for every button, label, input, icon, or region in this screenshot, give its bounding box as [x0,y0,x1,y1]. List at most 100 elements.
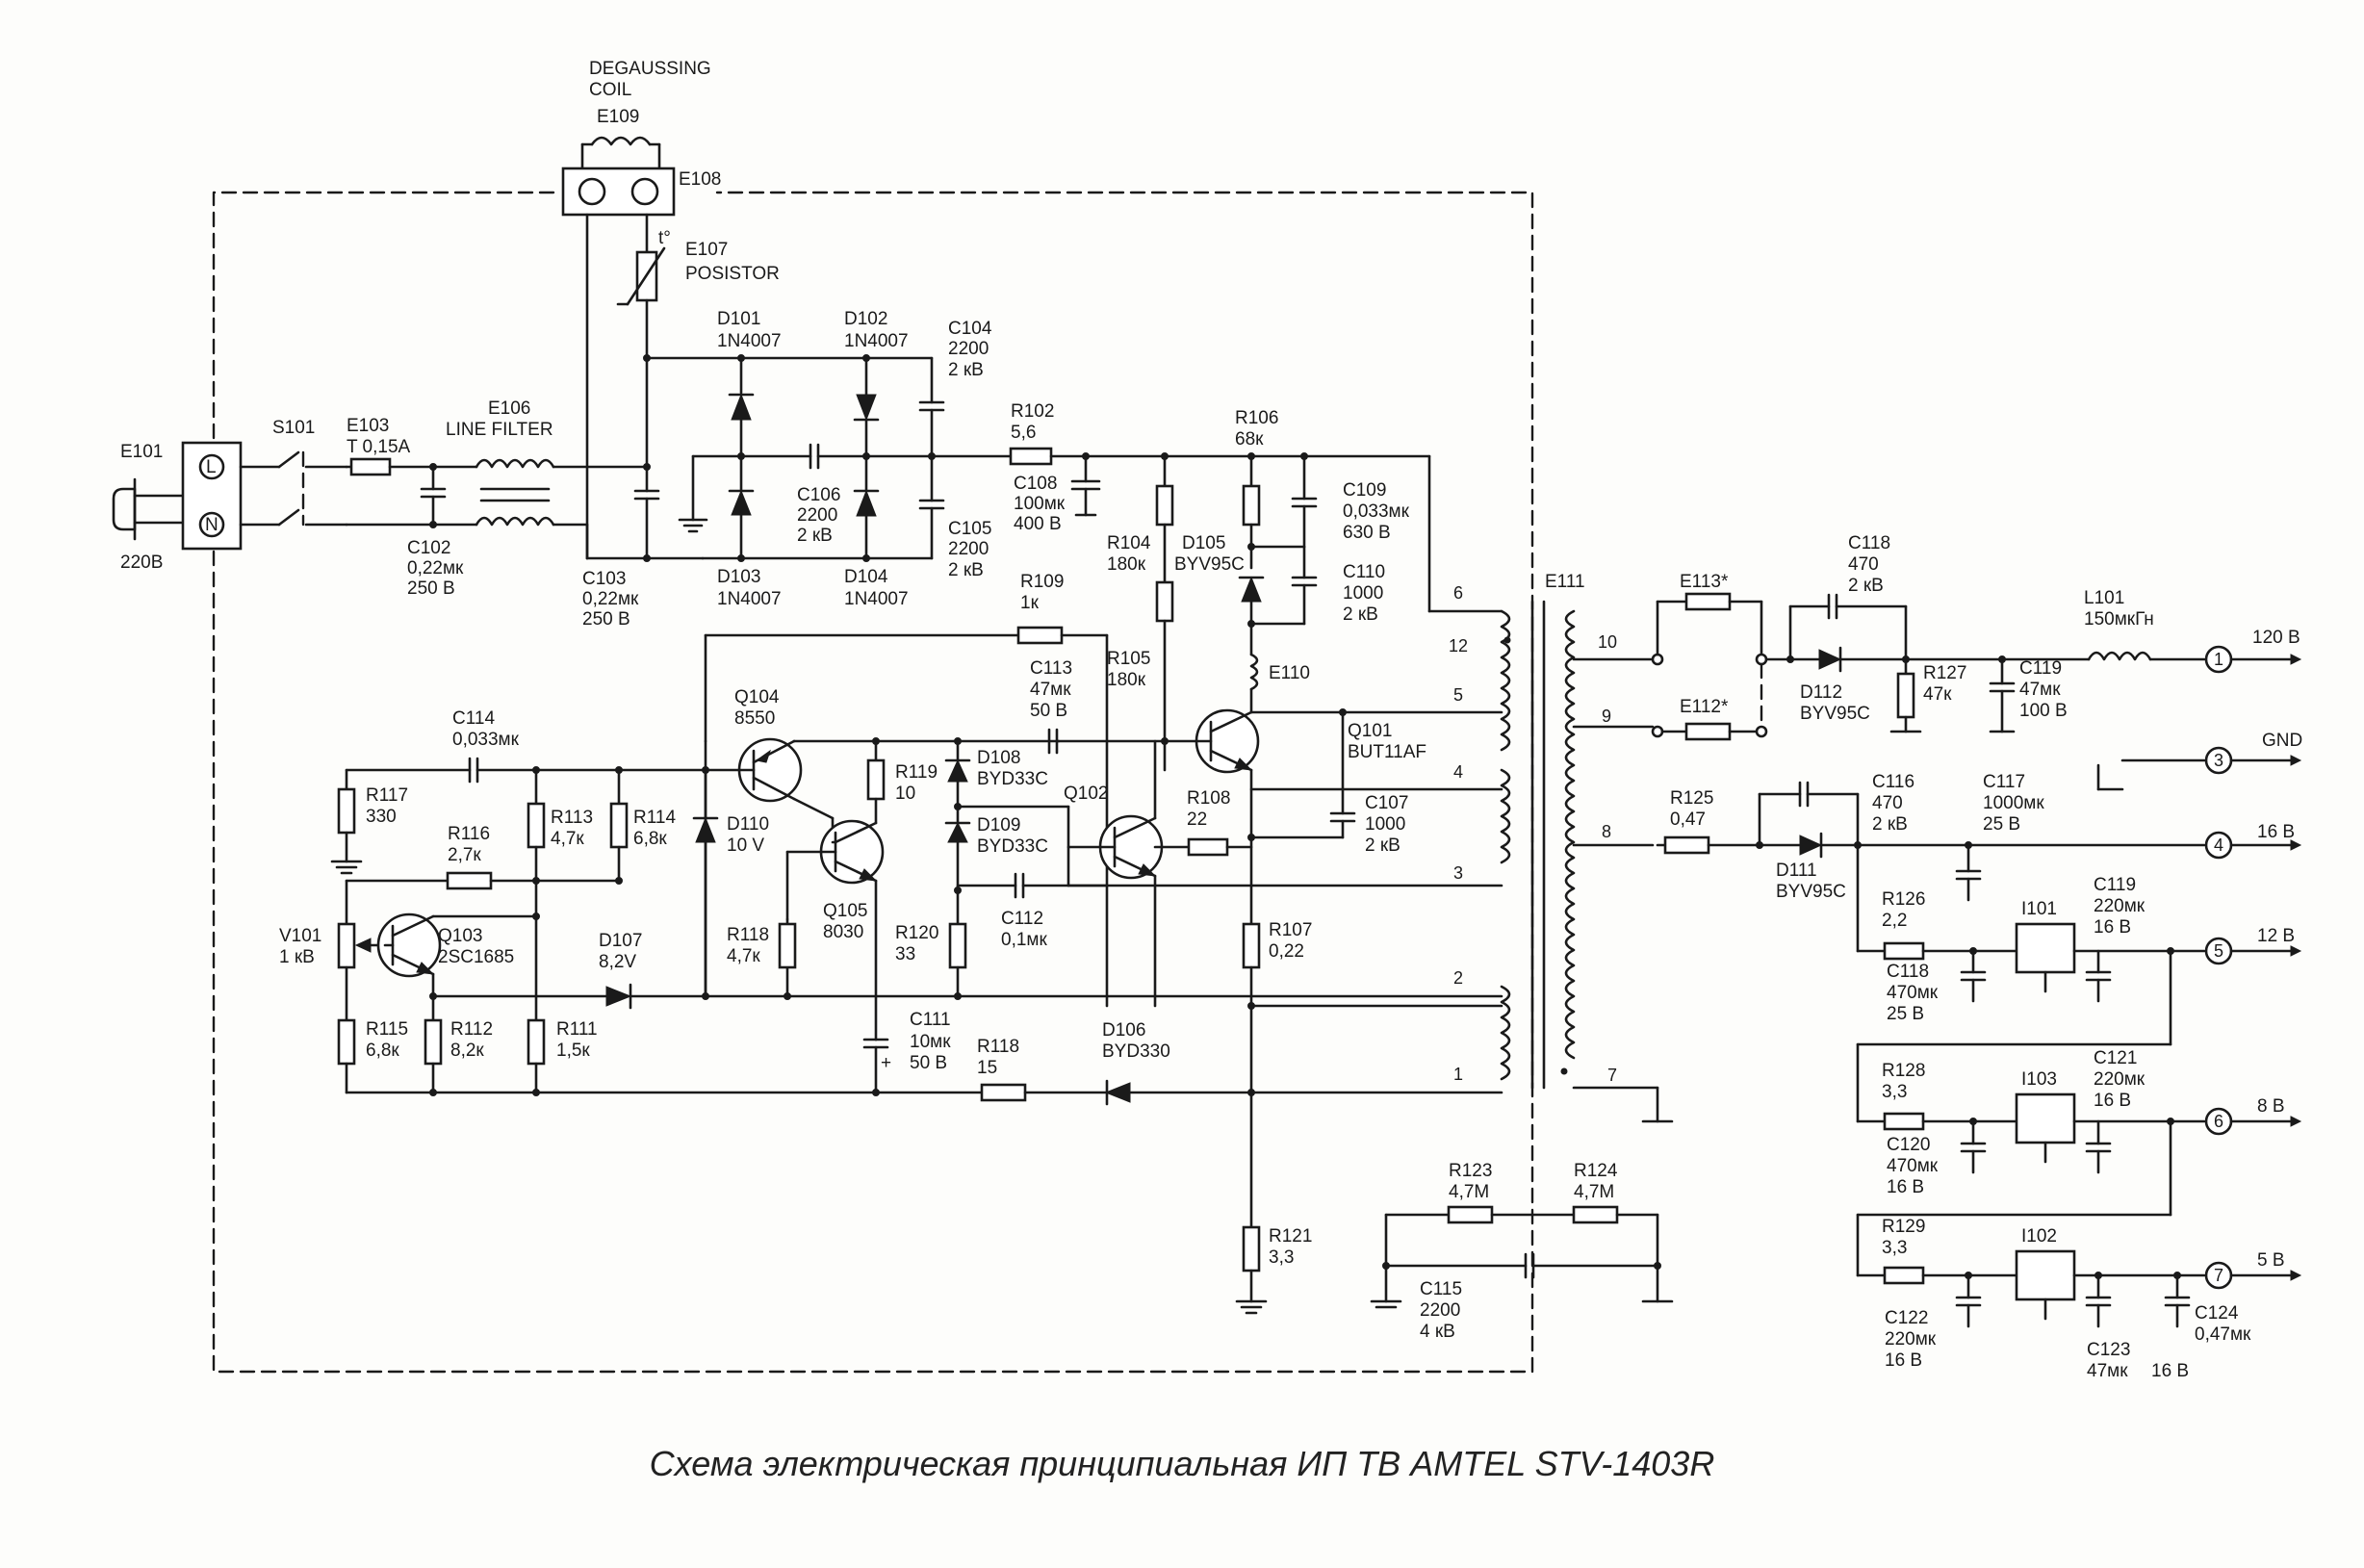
svg-text:R121: R121 [1269,1226,1312,1247]
svg-text:BYV95C: BYV95C [1776,882,1846,902]
transistor-q104: Q104 8550 [702,687,1061,844]
svg-text:D111: D111 [1776,861,1817,881]
svg-text:R104: R104 [1107,533,1151,553]
svg-text:Q104: Q104 [734,687,780,707]
svg-text:22: 22 [1187,810,1207,830]
regulator-i101-12v: R126 2,2 I101 C119 220мк 16 В C118 470мк… [1856,843,2302,1046]
svg-text:120 В: 120 В [2252,628,2300,648]
svg-text:N: N [205,515,218,535]
svg-text:C115: C115 [1420,1279,1462,1299]
svg-text:LINE FILTER: LINE FILTER [446,420,553,440]
resistors-r113-r114: R113 4,7к R114 6,8к [527,766,676,998]
svg-text:25 В: 25 В [1983,814,2020,835]
svg-text:BYV95C: BYV95C [1800,704,1870,724]
svg-text:C103: C103 [582,569,626,589]
svg-text:220мк: 220мк [2094,896,2146,916]
svg-text:470мк: 470мк [1887,983,1939,1003]
svg-text:16 В: 16 В [1885,1350,1922,1371]
svg-text:250 В: 250 В [407,578,455,599]
resistor-r118-upper: R118 4,7к [727,917,797,969]
svg-text:47к: 47к [1923,684,1952,705]
svg-text:I102: I102 [2021,1226,2057,1247]
svg-text:R107: R107 [1269,920,1312,940]
svg-text:E103: E103 [347,416,389,436]
svg-text:C118: C118 [1848,533,1890,553]
resistor-r117: R117 330 [330,768,408,875]
diode-d106: D106 BYD330 [1102,1020,1503,1106]
svg-text:25 В: 25 В [1887,1004,1924,1024]
svg-text:1,5к: 1,5к [556,1041,590,1061]
svg-text:0,22мк: 0,22мк [407,558,464,578]
output-120v-rail: C118 470 2 кВ D112 BYV95C R127 47к C119 … [1764,533,2302,733]
inductor-e110: E110 [1249,622,1310,714]
svg-text:R113: R113 [551,808,593,828]
schematic-caption: Схема электрическая принципиальная ИП ТВ… [649,1444,1715,1483]
capacitors-c109-c110: C109 0,033мк 630 В C110 1000 2 кВ [1291,452,1410,626]
posistor-e107: t° E107 POSISTOR [616,228,780,306]
svg-text:0,22мк: 0,22мк [582,589,639,609]
svg-text:220мк: 220мк [1885,1329,1937,1350]
svg-text:2 кВ: 2 кВ [1872,814,1908,835]
svg-text:1 кВ: 1 кВ [279,947,315,967]
svg-text:10: 10 [895,784,915,804]
svg-text:Q103: Q103 [438,926,482,946]
svg-text:R111: R111 [556,1019,598,1040]
regulator-i103-8v: R128 3,3 I103 C121 220мк 16 В C120 470мк… [1856,1042,2302,1217]
svg-text:16 В: 16 В [2094,917,2131,938]
svg-text:3,3: 3,3 [1269,1247,1294,1268]
svg-text:POSISTOR: POSISTOR [685,264,780,284]
svg-text:C113: C113 [1030,658,1072,679]
svg-text:1N4007: 1N4007 [717,331,782,351]
svg-text:2 кВ: 2 кВ [948,560,984,580]
svg-text:C117: C117 [1983,772,2025,792]
svg-text:7: 7 [2214,1266,2223,1285]
svg-text:R126: R126 [1882,889,1925,910]
svg-text:5: 5 [1453,685,1463,705]
svg-text:2SC1685: 2SC1685 [438,947,514,967]
capacitor-c103: C103 0,22мк 250 В [582,463,660,630]
svg-text:R116: R116 [448,824,490,844]
svg-text:+: + [881,1053,891,1073]
svg-text:2 кВ: 2 кВ [1343,604,1378,625]
svg-text:2 кВ: 2 кВ [1848,576,1884,596]
svg-text:C122: C122 [1885,1308,1928,1328]
resistor-r118-lower: R118 15 [977,1037,1109,1102]
bleed-network-r123-r124-c115: R123 4,7M R124 4,7M C115 2200 4 кВ [1370,1161,1674,1342]
svg-text:BUT11AF: BUT11AF [1348,742,1426,762]
output-gnd: 3 GND [2096,731,2302,791]
svg-text:180к: 180к [1107,554,1146,575]
svg-text:5 В: 5 В [2257,1250,2285,1271]
svg-text:2200: 2200 [797,505,837,526]
svg-text:C114: C114 [452,708,495,729]
connector-e108: E108 [561,167,721,217]
svg-text:R120: R120 [895,923,938,943]
svg-text:2,7к: 2,7к [448,845,481,865]
transistor-q105: Q105 8030 [785,819,885,1041]
svg-text:50 В: 50 В [910,1053,947,1073]
svg-text:100 В: 100 В [2019,701,2068,721]
svg-text:C104: C104 [948,319,992,339]
svg-text:470мк: 470мк [1887,1156,1939,1176]
zener-d110: D110 10 V [692,768,769,1000]
svg-text:C119: C119 [2094,875,2136,895]
svg-text:C106: C106 [797,485,840,505]
svg-text:68к: 68к [1235,429,1264,450]
capacitor-c111: + C111 10мк 50 В [862,1010,951,1094]
svg-text:E112*: E112* [1680,697,1729,717]
svg-text:R119: R119 [895,762,938,783]
svg-text:16 В: 16 В [2257,822,2295,842]
svg-text:8 В: 8 В [2257,1096,2285,1117]
svg-text:D103: D103 [717,567,760,587]
svg-text:470: 470 [1872,793,1903,813]
zener-d107: D107 8,2V [429,931,1503,1010]
svg-text:47мк: 47мк [1030,680,1071,700]
svg-text:1000мк: 1000мк [1983,793,2044,813]
svg-text:BYD330: BYD330 [1102,1041,1170,1062]
svg-text:10мк: 10мк [910,1032,951,1052]
capacitor-c112: C112 0,1мк [956,872,1109,950]
svg-text:C118: C118 [1887,962,1929,982]
svg-text:180к: 180к [1107,670,1146,690]
svg-text:DEGAUSSING: DEGAUSSING [589,59,711,79]
svg-text:4: 4 [1453,762,1463,782]
svg-text:D101: D101 [717,309,760,329]
